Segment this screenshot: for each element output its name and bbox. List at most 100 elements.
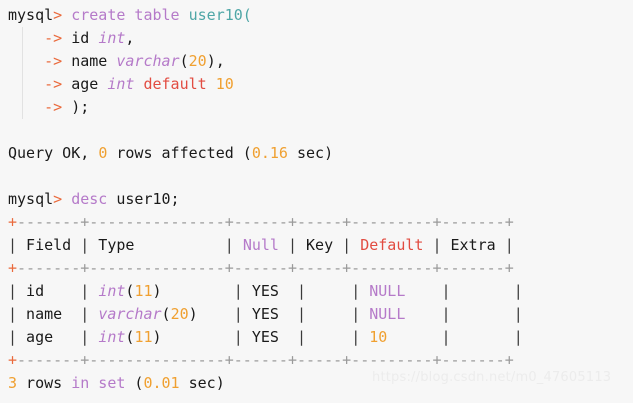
token-pipe: | — [513, 328, 523, 346]
token-plain — [279, 236, 288, 254]
terminal-line-desc-stmt: mysql> desc user10; — [0, 188, 633, 211]
token-pipe: | — [287, 236, 297, 254]
token-prompt: > — [53, 6, 63, 24]
token-identifier: user10( — [188, 6, 252, 24]
token-number: 0 — [98, 144, 108, 162]
token-plain: ( — [125, 282, 135, 300]
token-plain — [351, 236, 360, 254]
token-rule: -------+---------------+------+-----+---… — [17, 351, 514, 369]
token-number: 20 — [188, 52, 207, 70]
token-pipe: | — [441, 305, 451, 323]
token-plain: Field — [17, 236, 81, 254]
token-plain: ); — [62, 98, 90, 116]
token-plain: id — [62, 29, 99, 47]
token-plain — [62, 6, 71, 24]
token-number: 20 — [170, 305, 189, 323]
token-plain — [451, 282, 514, 300]
terminal-line-rule-mid: +-------+---------------+------+-----+--… — [0, 257, 633, 280]
terminal-line-query-ok: Query OK, 0 rows affected (0.16 sec) — [0, 142, 633, 165]
token-prompt: > — [53, 190, 63, 208]
watermark-text: https://blog.csdn.net/m0_47605113 — [372, 370, 612, 385]
terminal-line-row-id: | id | int(11) | YES | | NULL | | — [0, 280, 633, 303]
token-pipe: | — [432, 236, 442, 254]
token-plain: mysql — [8, 190, 54, 208]
token-plain: ( — [161, 305, 171, 323]
terminal-line-table-header: | Field | Type | Null | Key | Default | … — [0, 234, 633, 257]
token-plain: ( — [179, 52, 189, 70]
token-plain — [89, 305, 98, 323]
terminal-line-col-id: -> id int, — [0, 27, 633, 50]
terminal-line-create-stmt: mysql> create table user10( — [0, 4, 633, 27]
token-plain: mysql — [8, 6, 54, 24]
token-plain — [360, 305, 369, 323]
token-plain — [62, 190, 71, 208]
token-pipe: | — [224, 236, 234, 254]
token-plain: rows affected ( — [107, 144, 252, 162]
token-plain — [207, 75, 216, 93]
token-number: 10 — [215, 75, 234, 93]
token-pipe: | — [342, 236, 352, 254]
terminal-line-col-age: -> age int default 10 — [0, 73, 633, 96]
token-pipe: | — [80, 328, 90, 346]
terminal-line-row-age: | age | int(11) | YES | | 10 | | — [0, 326, 633, 349]
token-number: 0.01 — [143, 374, 180, 392]
token-plain: ( — [125, 374, 144, 392]
token-plain — [405, 305, 441, 323]
token-type: varchar — [116, 52, 180, 70]
token-plain — [234, 236, 243, 254]
terminal-line-rule-bottom: +-------+---------------+------+-----+--… — [0, 349, 633, 372]
token-pipe: | — [441, 282, 451, 300]
terminal-line-rule-top: +-------+---------------+------+-----+--… — [0, 211, 633, 234]
token-rule: -------+---------------+------+-----+---… — [17, 213, 514, 231]
token-plain: Type — [89, 236, 225, 254]
token-plain — [405, 282, 441, 300]
token-pipe: | — [513, 282, 523, 300]
token-plain — [451, 305, 514, 323]
token-plain: name — [62, 52, 117, 70]
token-rule_head: + — [8, 259, 18, 277]
token-plain: id — [17, 282, 81, 300]
token-red_keyword: default — [143, 75, 207, 93]
token-pipe: | — [297, 305, 307, 323]
token-pipe: | — [351, 282, 361, 300]
token-pipe: | — [80, 282, 90, 300]
token-keyword: Null — [242, 236, 279, 254]
token-number: 11 — [134, 282, 153, 300]
token-pipe: | — [441, 328, 451, 346]
token-pipe: | — [8, 305, 18, 323]
token-keyword: NULL — [369, 282, 406, 300]
token-plain: age — [17, 328, 81, 346]
token-type: int — [98, 29, 126, 47]
token-pipe: | — [233, 328, 243, 346]
token-pipe: | — [8, 328, 18, 346]
token-plain: ) — [152, 328, 234, 346]
token-plain: YES — [242, 328, 297, 346]
token-pipe: | — [8, 282, 18, 300]
token-pipe: | — [80, 236, 90, 254]
token-pipe: | — [233, 305, 243, 323]
token-plain — [306, 328, 351, 346]
terminal-line-row-name: | name | varchar(20) | YES | | NULL | | — [0, 303, 633, 326]
token-plain: ) — [152, 282, 234, 300]
token-rule: -------+---------------+------+-----+---… — [17, 259, 514, 277]
token-plain: age — [62, 75, 108, 93]
terminal-line-rows-in-set: 3 rows in set (0.01 sec) — [0, 372, 633, 395]
token-plain: Key — [297, 236, 343, 254]
token-plain — [306, 282, 351, 300]
token-type: int — [98, 328, 126, 346]
token-plain — [180, 6, 189, 24]
token-plain — [89, 328, 98, 346]
token-plain — [8, 29, 44, 47]
token-plain — [360, 282, 369, 300]
terminal-line-blank-2 — [0, 165, 633, 188]
token-plain: sec) — [287, 144, 334, 162]
token-number: 11 — [134, 328, 153, 346]
token-prompt: -> — [44, 29, 63, 47]
token-rule_head: + — [8, 213, 18, 231]
token-plain: YES — [242, 282, 297, 300]
token-plain — [8, 52, 44, 70]
token-plain: name — [17, 305, 81, 323]
token-pipe: | — [351, 305, 361, 323]
token-keyword: desc — [71, 190, 108, 208]
